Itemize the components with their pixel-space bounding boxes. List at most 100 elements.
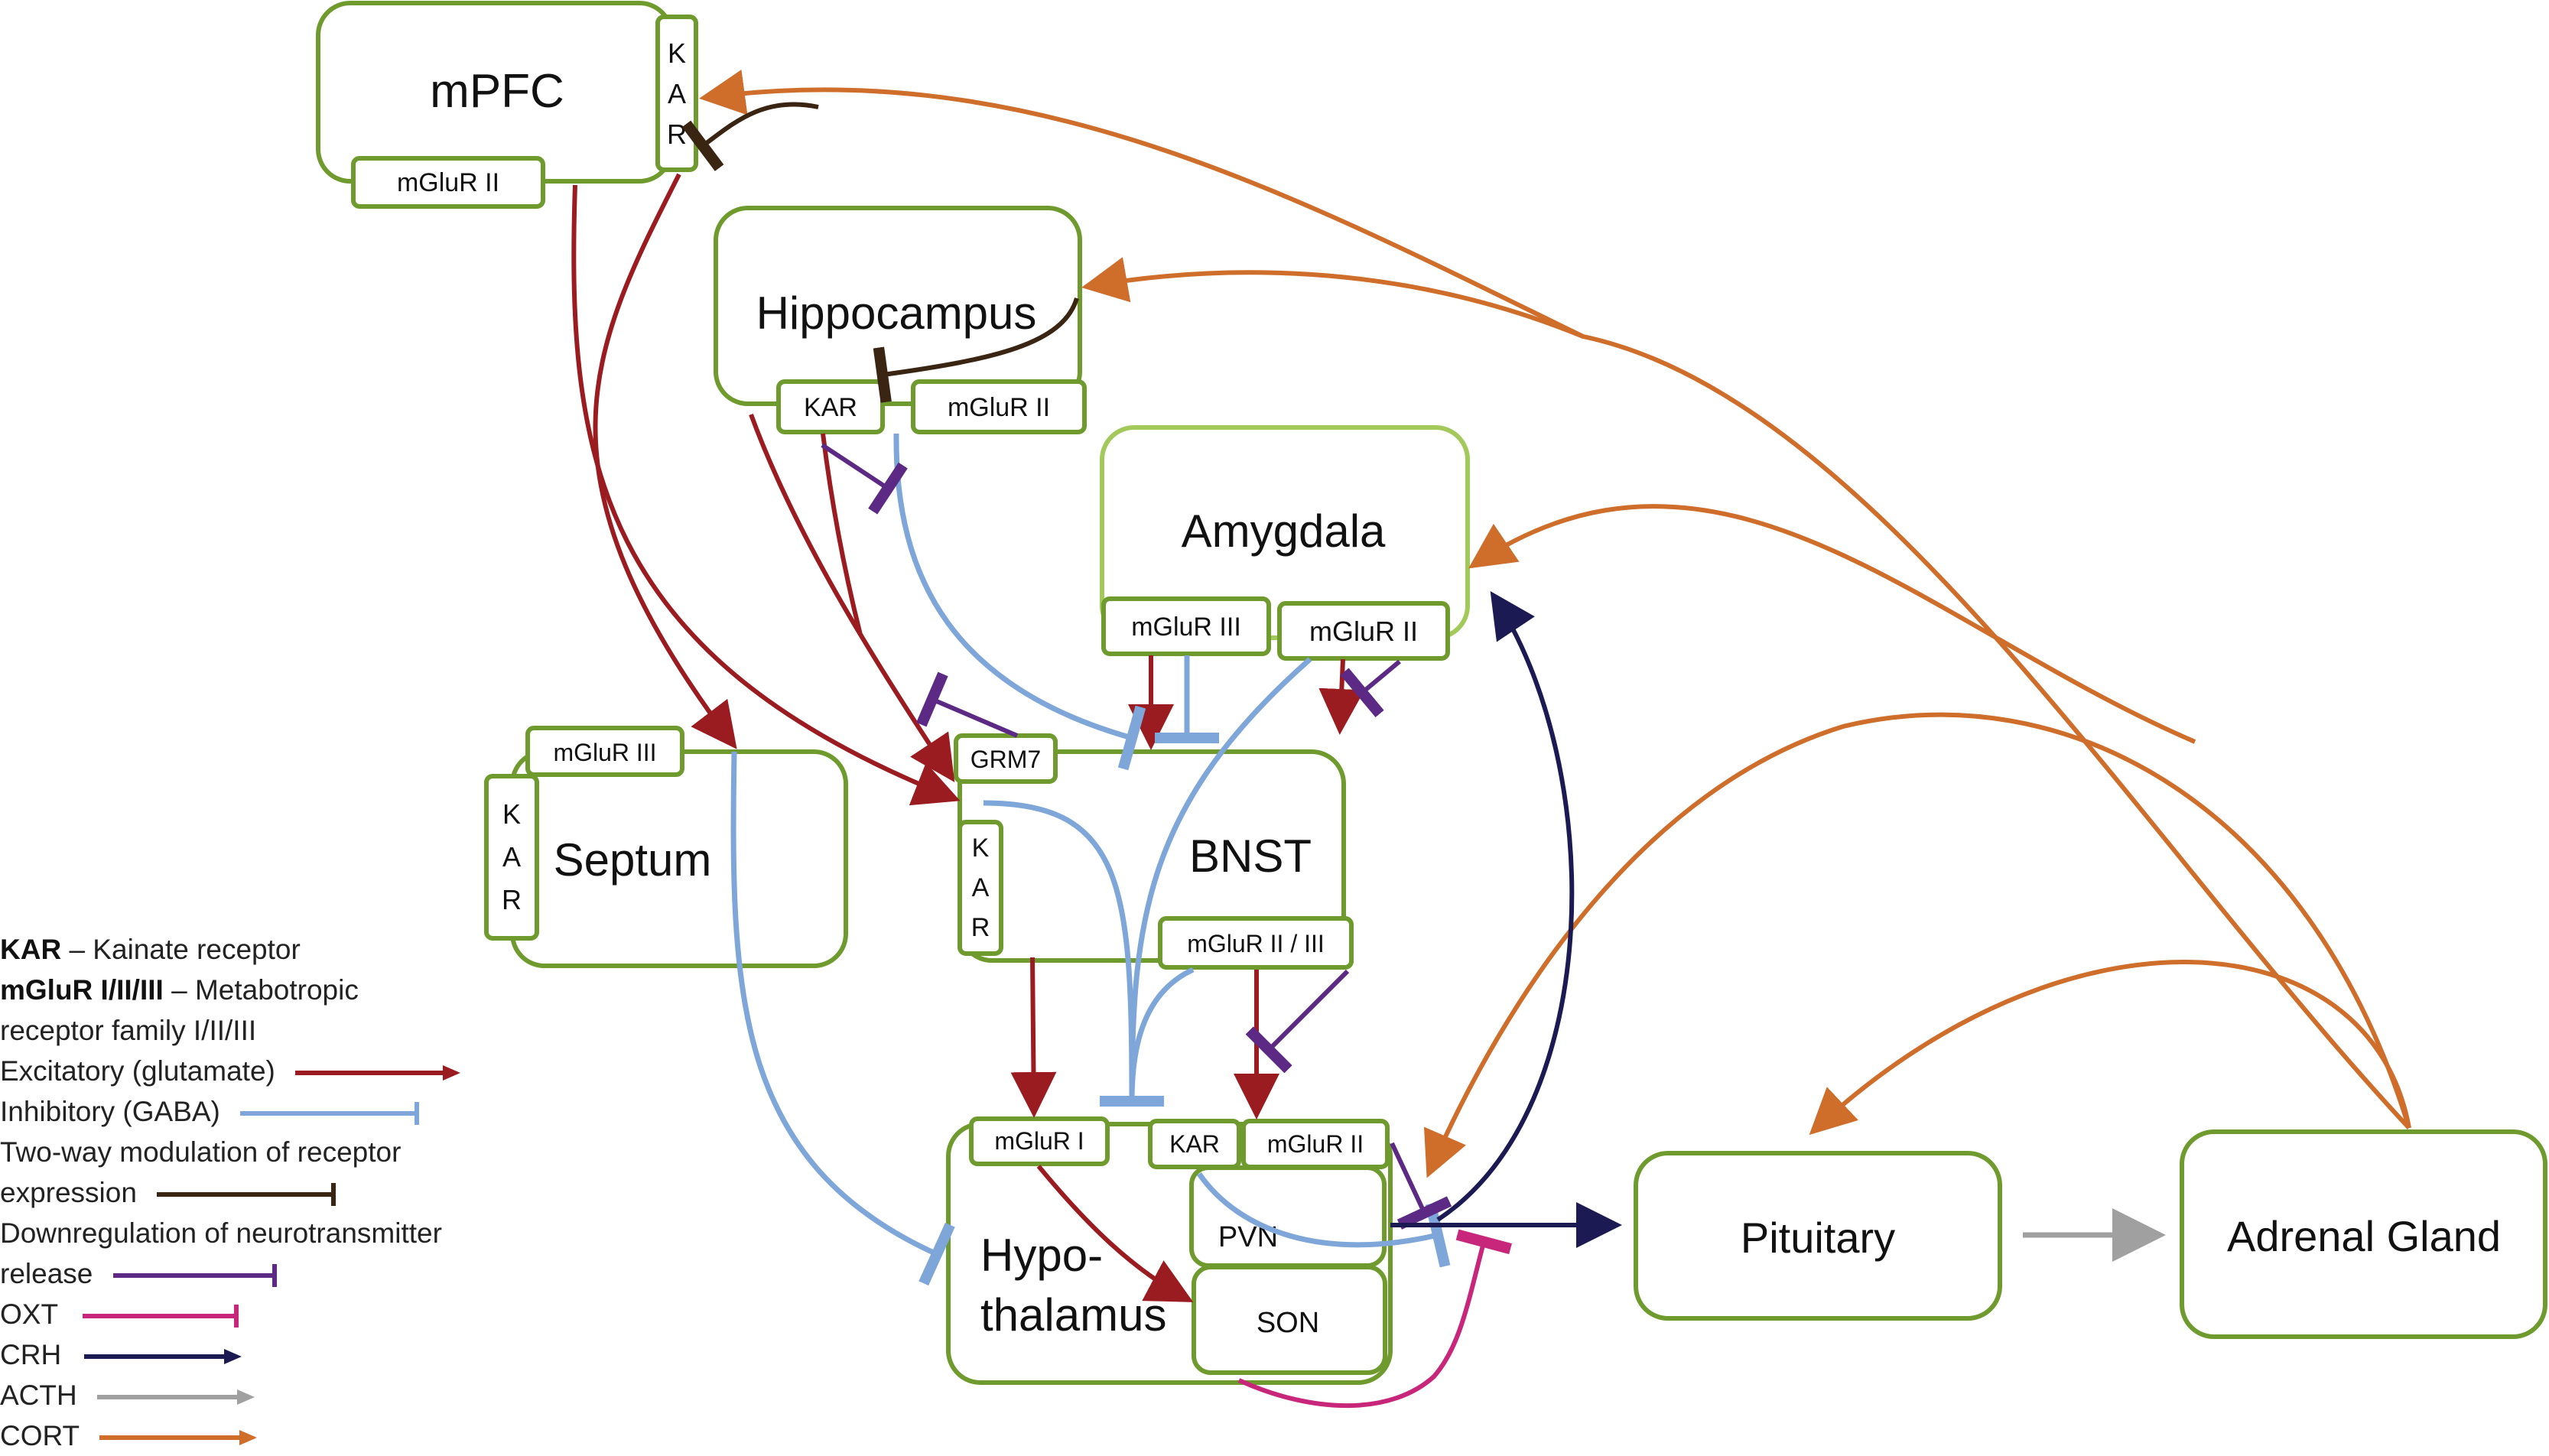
mpfc-kar-receptor: K A R (655, 15, 698, 172)
legend-acth-label: ACTH (0, 1380, 77, 1411)
cort-arrow-to-hippocampus (1081, 257, 1585, 339)
bnst-grm7-receptor: GRM7 (954, 733, 1058, 784)
legend-cort-label: CORT (0, 1420, 80, 1451)
legend-oxt-tbar-icon (82, 1305, 239, 1328)
two-way-to-hippocampus-kar (873, 297, 1079, 403)
hypothalamus-mglur-ii-receptor: mGluR II (1241, 1119, 1390, 1169)
legend-excitatory-label: Excitatory (glutamate) (0, 1055, 275, 1087)
amygdala-mglur-ii-label: mGluR II (1309, 616, 1418, 647)
hypothalamus-mglur-i-label: mGluR I (994, 1127, 1084, 1155)
amygdala-mglur-iii-receptor: mGluR III (1101, 596, 1271, 656)
mpfc-box: mPFC (316, 1, 674, 184)
hippocampus-kar-receptor: KAR (776, 379, 885, 434)
legend-crh: CRH (0, 1334, 551, 1375)
amygdala-label: Amygdala (1182, 505, 1386, 557)
legend-mglur-term: mGluR I/II/III (0, 974, 164, 1006)
crh-arrows (1390, 591, 1622, 1248)
mpfc-mglur-ii-receptor: mGluR II (351, 156, 545, 209)
amygdala-box: Amygdala (1100, 425, 1470, 640)
pituitary-box: Pituitary (1634, 1151, 2002, 1321)
hypothalamus-label-line2: thalamus (980, 1289, 1166, 1341)
legend-oxt-label: OXT (0, 1298, 58, 1330)
cort-arrow-to-hypothalamus (1423, 712, 2411, 1178)
legend-two-way-1: Two-way modulation of receptor (0, 1132, 551, 1172)
legend: KAR – Kainate receptor mGluR I/II/III – … (0, 929, 551, 1456)
bnst-kar-letter: R (971, 913, 990, 942)
legend-cort: CORT (0, 1415, 551, 1456)
hippocampus-mglur-ii-label: mGluR II (948, 393, 1050, 422)
oxt-arrow-son-to-pituitary (1237, 1229, 1512, 1409)
adrenal-gland-box: Adrenal Gland (2180, 1129, 2547, 1339)
inhibitory-amygdala-mglur-ii-to-hypothalamus (1129, 657, 1312, 1102)
mpfc-label: mPFC (430, 65, 564, 118)
pvn-box: PVN (1189, 1165, 1387, 1268)
mpfc-mglur-ii-label: mGluR II (397, 168, 499, 197)
legend-inhibitory: Inhibitory (GABA) (0, 1091, 551, 1132)
septum-mglur-iii-receptor: mGluR III (525, 726, 684, 777)
legend-mglur-cont: receptor family I/II/III (0, 1010, 551, 1051)
excitatory-mpfc-to-bnst (571, 184, 961, 806)
legend-downreg-2: release (0, 1253, 551, 1294)
excitatory-mglur-i-to-son (1036, 1165, 1194, 1302)
septum-kar-letter: A (502, 841, 521, 873)
legend-two-way-label: Two-way modulation of receptor (0, 1136, 402, 1168)
two-way-to-mpfc-kar (681, 102, 819, 171)
septum-kar-letter: K (502, 798, 521, 830)
inhibitory-arrows (730, 433, 1451, 1286)
crh-arrow-to-amygdala (1436, 591, 1575, 1222)
legend-mglur-desc2: receptor family I/II/III (0, 1015, 257, 1046)
inhibitory-hippocampus-to-bnst (893, 433, 1146, 771)
septum-kar-letter: R (502, 884, 522, 915)
hypothalamus-mglur-ii-label: mGluR II (1267, 1130, 1364, 1158)
legend-downreg-label: Downregulation of neurotransmitter (0, 1217, 442, 1249)
downregulation-amygdala-mglur-ii (1340, 659, 1401, 718)
downregulation-hippocampus-kar (821, 443, 908, 515)
hypothalamus-mglur-i-receptor: mGluR I (969, 1116, 1110, 1166)
bnst-mglur-ii-iii-label: mGluR II / III (1187, 930, 1325, 957)
inhibitory-septum-to-hypothalamus (730, 751, 955, 1286)
legend-mglur: mGluR I/II/III – Metabotropic (0, 970, 551, 1010)
adrenal-gland-label: Adrenal Gland (2227, 1212, 2501, 1260)
hippocampus-kar-label: KAR (804, 393, 857, 422)
legend-inhibitory-tbar-icon (240, 1102, 420, 1126)
excitatory-bnst-to-hypothalamus-mglur-i (1010, 957, 1057, 1118)
downregulation-grm7 (916, 671, 1019, 738)
legend-downreg-1: Downregulation of neurotransmitter (0, 1213, 551, 1253)
septum-mglur-iii-label: mGluR III (553, 739, 656, 766)
excitatory-amygdala-mglur-ii-to-bnst (1318, 658, 1365, 735)
excitatory-mpfc-to-septum (593, 173, 737, 749)
hypothalamus-kar-receptor: KAR (1148, 1119, 1241, 1169)
legend-oxt: OXT (0, 1294, 551, 1334)
amygdala-mglur-iii-label: mGluR III (1131, 613, 1241, 642)
hippocampus-label: Hippocampus (756, 288, 1037, 339)
cort-arrow-to-amygdala (1468, 504, 2196, 744)
inhibitory-bnst-mglur-to-hypothalamus (1129, 967, 1195, 1102)
mpfc-kar-letter: A (668, 78, 686, 109)
excitatory-hippocampus-to-bnst-a (749, 413, 955, 782)
son-box: SON (1192, 1265, 1387, 1375)
legend-kar-desc: – Kainate receptor (61, 934, 301, 965)
downregulation-bnst-mglur (1245, 969, 1350, 1074)
legend-crh-label: CRH (0, 1339, 62, 1370)
legend-downreg-tbar-icon (112, 1264, 277, 1288)
hypothalamus-kar-label: KAR (1169, 1130, 1220, 1158)
legend-cort-arrow-icon (99, 1430, 257, 1446)
legend-crh-arrow-icon (84, 1349, 242, 1365)
bnst-kar-receptor: K A R (958, 820, 1003, 956)
excitatory-arrows (571, 173, 1365, 1302)
cort-arrows (699, 70, 2411, 1178)
bnst-mglur-ii-iii-receptor: mGluR II / III (1158, 916, 1354, 970)
legend-acth: ACTH (0, 1375, 551, 1415)
inhibitory-kar-to-pvn (1197, 1172, 1451, 1268)
mpfc-kar-letter: R (667, 119, 687, 150)
bnst-kar-letter: K (972, 834, 990, 863)
two-way-modulation-arrows (681, 102, 1079, 403)
legend-two-way-label-cont: expression (0, 1177, 137, 1208)
bnst-box: BNST (958, 749, 1346, 963)
downregulation-arrows (821, 443, 1452, 1230)
legend-mglur-desc: – Metabotropic (163, 974, 359, 1006)
cort-arrow-to-mpfc (699, 70, 2411, 1130)
amygdala-mglur-ii-receptor: mGluR II (1277, 601, 1450, 661)
bnst-kar-letter: A (972, 873, 990, 902)
